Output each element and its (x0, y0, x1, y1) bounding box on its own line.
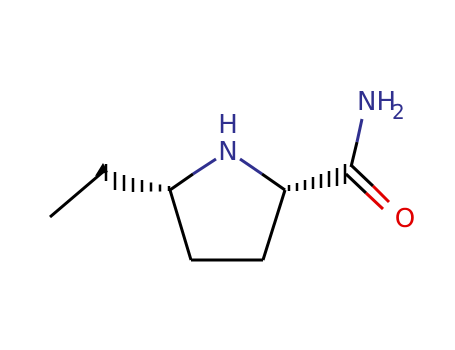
bond-c5-n-nitrogen-half (192, 157, 217, 176)
bond-c-o-outer-oxygen-half (371, 184, 391, 204)
amine-nitrogen-label: N (218, 137, 237, 167)
bond-n-c2-nitrogen-half (239, 157, 263, 176)
bond-c5-n (169, 172, 194, 192)
bond-c-o-inner-oxygen-half (364, 191, 385, 211)
amide-nitrogen-label: NH (357, 87, 396, 117)
carbonyl-oxygen-label: O (395, 204, 415, 234)
hashed-wedge-bond-ethyl (104, 164, 171, 192)
bond-c-o-inner (344, 172, 368, 195)
bond-c-o-outer (350, 164, 375, 188)
amine-hydrogen-label: H (218, 110, 238, 140)
ethyl-wedge-tip (95, 163, 108, 176)
bond-c2-c3 (261, 189, 287, 261)
bond-n-c2 (261, 172, 286, 192)
bond-c-nh2-nitrogen-half (355, 118, 364, 143)
bond-c4-c5 (168, 189, 193, 261)
bond-c-nh2 (349, 141, 359, 168)
hashed-wedge-bond-amide (287, 164, 347, 191)
bond-ethyl-ch3 (49, 169, 105, 219)
amide-nitrogen-subscript: 2 (392, 100, 405, 124)
